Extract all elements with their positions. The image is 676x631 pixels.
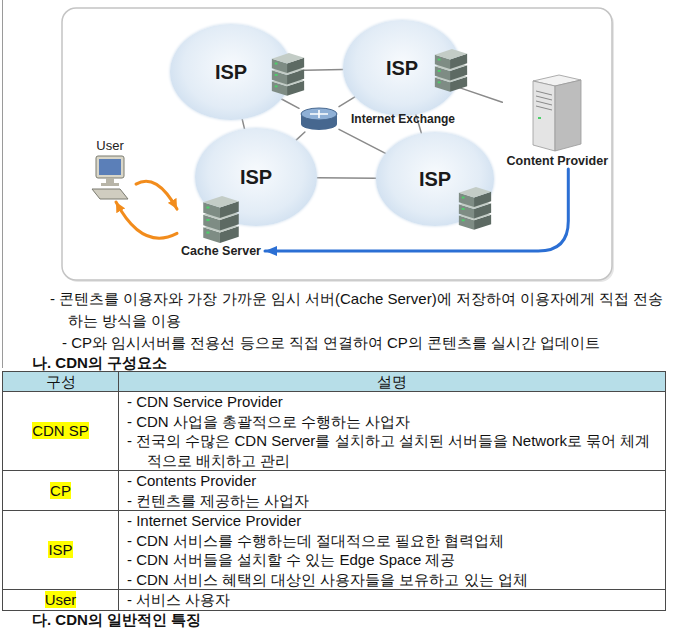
router-node: Internet Exchange [299, 106, 339, 132]
term-text: User [45, 591, 77, 608]
margin-line [2, 0, 3, 368]
device-icon [88, 154, 132, 202]
description-item: - Contents Provider [127, 471, 657, 491]
isp-cloud: ISP [376, 132, 494, 226]
bullet-text: - 콘텐츠를 이용자와 가장 가까운 임시 서버(Cache Server)에 … [50, 288, 666, 332]
server-stack-icon-use [459, 187, 491, 230]
description-item: - 컨텐츠를 제공하는 사업자 [127, 491, 657, 511]
device-icon-use [203, 196, 238, 243]
router-label: Internet Exchange [351, 112, 455, 126]
network-link [339, 97, 355, 107]
isp-cloud: ISP [343, 20, 461, 116]
server-stack-icon [456, 186, 494, 230]
term-cell: CDN SP [3, 392, 119, 471]
bullet-text: - CP와 임시서버를 전용선 등으로 직접 연결하여 CP의 콘텐츠를 실시간… [62, 332, 666, 354]
table-row: ISP - Internet Service Provider- CDN 서비스를… [3, 511, 666, 590]
network-link [242, 119, 244, 129]
header-cell: 설명 [119, 372, 666, 392]
isp-label: ISP [386, 57, 418, 79]
table-row: CDN SP - CDN Service Provider- CDN 사업을 총괄… [3, 392, 666, 471]
device-icon [199, 195, 243, 243]
device-node: User [84, 138, 136, 202]
cycle-arrows [116, 181, 177, 238]
cycle-arc [136, 181, 177, 209]
description-item: - CDN 서비스 혜택의 대상인 사용자들을 보유하고 있는 업체 [127, 570, 657, 590]
term-text: ISP [48, 541, 72, 558]
router-icon-use [301, 108, 337, 130]
device-icon [529, 73, 585, 153]
section-heading: 다. CDN의 일반적인 특징 [32, 612, 201, 628]
description-item: - CDN 서비스를 수행하는데 절대적으로 필요한 협력업체 [127, 531, 657, 551]
description-cell: - Contents Provider- 컨텐츠를 제공하는 사업자 [119, 471, 666, 511]
device-label: Content Provider [507, 153, 608, 169]
term-cell: User [3, 590, 119, 611]
device-node: Content Provider [502, 73, 612, 169]
header-text: 설명 [377, 373, 407, 390]
network-link [456, 87, 502, 103]
network-link [317, 177, 376, 179]
table-row: User - 서비스 사용자 [3, 590, 666, 611]
server-stack-icon-use [272, 53, 304, 96]
description-item: - CDN 사업을 총괄적으로 수행하는 사업자 [127, 412, 657, 432]
router-icon [299, 106, 339, 132]
description-cell: - 서비스 사용자 [119, 590, 666, 611]
network-link [339, 129, 386, 153]
network-link [282, 99, 300, 108]
header-row: 구성 설명 [3, 372, 666, 392]
description-item: - CDN 서버들을 설치할 수 있는 Edge Space 제공 [127, 550, 657, 570]
description-cell: - CDN Service Provider- CDN 사업을 총괄적으로 수행… [119, 392, 666, 471]
server-stack-icon-use [435, 49, 467, 92]
network-link [296, 132, 305, 140]
description-item: - 서비스 사용자 [127, 590, 657, 610]
isp-label: ISP [419, 168, 451, 190]
device-icon-use [533, 75, 581, 151]
cycle-arc [116, 202, 177, 238]
description-item: - CDN Service Provider [127, 392, 657, 412]
term-text: CDN SP [32, 422, 89, 439]
frame-box [62, 8, 612, 280]
device-node: Cache Server [177, 195, 265, 259]
device-label: User [96, 138, 123, 154]
section-heading: 나. CDN의 구성요소 [32, 353, 432, 373]
table-row: CP - Contents Provider- 컨텐츠를 제공하는 사업자 [3, 471, 666, 511]
server-stack-icon [269, 52, 307, 96]
isp-label: ISP [240, 166, 272, 188]
device-icon-use [92, 156, 128, 199]
description-cell: - Internet Service Provider- CDN 서비스를 수행… [119, 511, 666, 590]
term-cell: ISP [3, 511, 119, 590]
header-text: 구성 [46, 373, 76, 390]
device-label: Cache Server [181, 243, 261, 259]
isp-cloud: ISP [170, 24, 292, 120]
component-table: 구성 설명 CDN SP - CDN Service Provider- CDN 사업… [2, 371, 666, 611]
description-item: - 전국의 수많은 CDN Server를 설치하고 설치된 서버들을 Netw… [127, 431, 657, 470]
isp-label: ISP [215, 61, 247, 83]
description-item: - Internet Service Provider [127, 511, 657, 531]
table-body: 구성 설명 CDN SP - CDN Service Provider- CDN 사업… [3, 372, 666, 611]
header-cell: 구성 [3, 372, 119, 392]
term-cell: CP [3, 471, 119, 511]
server-stack-icon [432, 48, 470, 92]
term-text: CP [50, 482, 71, 499]
